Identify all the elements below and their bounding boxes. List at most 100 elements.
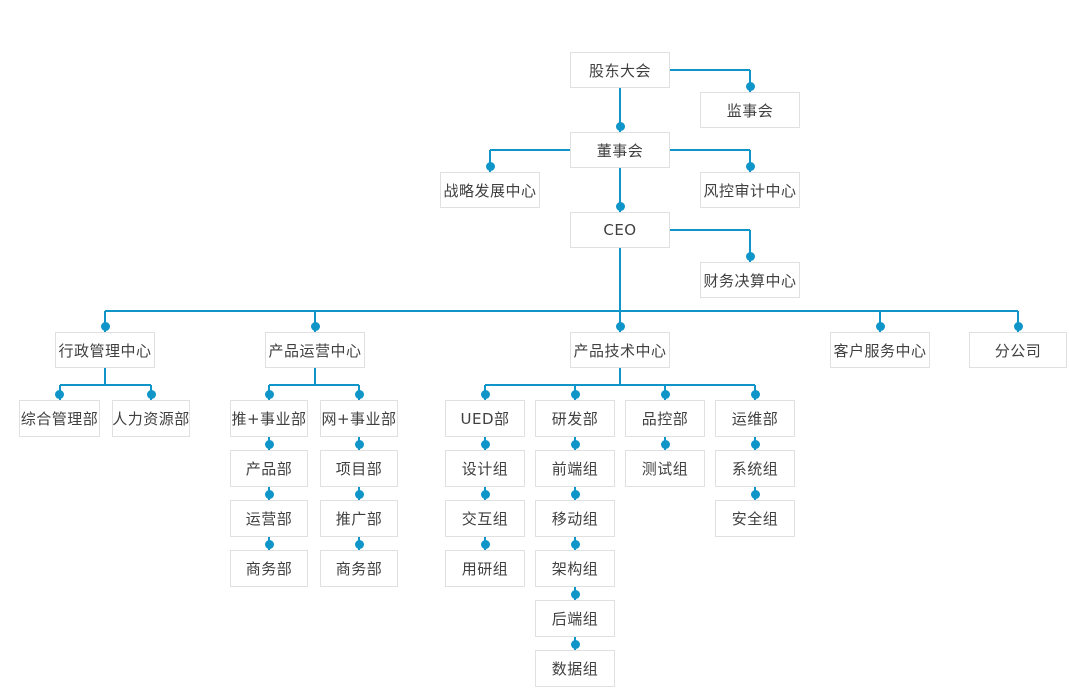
org-node-caiwu: 财务决算中心: [700, 262, 800, 298]
connector-dot: [750, 490, 760, 499]
org-node-jishu: 产品技术中心: [570, 332, 670, 368]
connector-line-vertical: [314, 368, 316, 385]
org-node-label: 产品部: [245, 460, 293, 478]
connector-dot: [480, 440, 490, 449]
org-node-sheji: 设计组: [445, 450, 525, 487]
org-node-anquan: 安全组: [715, 500, 795, 537]
org-node-label: 前端组: [551, 460, 599, 478]
connector-line-horizontal: [59, 384, 151, 386]
connector-line-vertical: [619, 368, 621, 385]
org-node-qianduan: 前端组: [535, 450, 615, 487]
org-node-yunying: 产品运营中心: [265, 332, 365, 368]
connector-dot: [480, 540, 490, 549]
org-node-wang: 网+事业部: [320, 400, 398, 437]
org-node-label: 商务部: [335, 560, 383, 578]
org-node-jiagou: 架构组: [535, 550, 615, 587]
connector-dot: [745, 162, 755, 171]
org-node-label: 分公司: [994, 341, 1042, 360]
org-node-label: 推+事业部: [231, 410, 307, 428]
org-node-label: 设计组: [461, 460, 509, 478]
connector-dot: [264, 390, 274, 399]
connector-line-horizontal: [269, 384, 359, 386]
connector-dot: [354, 490, 364, 499]
org-node-label: 系统组: [731, 460, 779, 478]
connector-line-vertical: [879, 311, 881, 332]
connector-dot: [570, 440, 580, 449]
org-node-gudong: 股东大会: [570, 52, 670, 88]
connector-line-vertical: [489, 150, 491, 172]
connector-dot: [480, 390, 490, 399]
org-node-label: 战略发展中心: [443, 181, 537, 200]
org-node-label: 品控部: [641, 410, 689, 428]
connector-dot: [570, 390, 580, 399]
org-node-houduan: 后端组: [535, 600, 615, 637]
connector-dot: [570, 490, 580, 499]
org-node-ued: UED部: [445, 400, 525, 437]
connector-line-vertical: [1017, 311, 1019, 332]
connector-dot: [485, 162, 495, 171]
org-node-zhanlue: 战略发展中心: [440, 172, 540, 208]
org-node-jiaohu: 交互组: [445, 500, 525, 537]
org-node-label: UED部: [460, 410, 510, 428]
connector-dot: [745, 252, 755, 261]
org-node-dongshi: 董事会: [570, 132, 670, 168]
org-node-yanfa: 研发部: [535, 400, 615, 437]
org-node-label: 后端组: [551, 610, 599, 628]
org-node-label: 推广部: [335, 510, 383, 528]
connector-dot: [100, 322, 110, 331]
org-node-label: 产品运营中心: [268, 341, 362, 360]
connector-line-vertical: [749, 70, 751, 92]
connector-dot: [480, 490, 490, 499]
connector-dot: [354, 540, 364, 549]
org-node-label: 测试组: [641, 460, 689, 478]
org-node-label: 研发部: [551, 410, 599, 428]
org-node-kefu: 客户服务中心: [830, 332, 930, 368]
connector-line-vertical: [104, 311, 106, 332]
org-node-label: 客户服务中心: [833, 341, 927, 360]
org-node-fengkong: 风控审计中心: [700, 172, 800, 208]
org-node-pinkong: 品控部: [625, 400, 705, 437]
org-node-label: 运维部: [731, 410, 779, 428]
org-node-label: 综合管理部: [20, 410, 99, 428]
org-node-label: 行政管理中心: [58, 341, 152, 360]
org-node-label: 监事会: [726, 101, 774, 120]
org-node-label: 运营部: [245, 510, 293, 528]
org-node-jianshi: 监事会: [700, 92, 800, 128]
org-node-label: 商务部: [245, 560, 293, 578]
connector-line-vertical: [619, 88, 621, 132]
connector-dot: [745, 82, 755, 91]
connector-line-vertical: [619, 248, 621, 311]
connector-line-vertical: [619, 311, 621, 332]
connector-dot: [750, 390, 760, 399]
connector-dot: [264, 540, 274, 549]
connector-dot: [264, 490, 274, 499]
org-node-label: 网+事业部: [321, 410, 397, 428]
connector-dot: [660, 440, 670, 449]
org-node-label: 股东大会: [588, 61, 651, 80]
org-node-label: 用研组: [461, 560, 509, 578]
org-node-tuiguang: 推广部: [320, 500, 398, 537]
org-node-label: 移动组: [551, 510, 599, 528]
connector-line-horizontal: [485, 384, 755, 386]
org-node-ceo: CEO: [570, 212, 670, 248]
org-node-shangwu2: 商务部: [320, 550, 398, 587]
connector-dot: [570, 540, 580, 549]
org-node-fengongsi: 分公司: [969, 332, 1067, 368]
connector-dot: [354, 390, 364, 399]
connector-dot: [146, 390, 156, 399]
org-node-yunwei: 运维部: [715, 400, 795, 437]
org-node-label: 架构组: [551, 560, 599, 578]
org-node-label: 安全组: [731, 510, 779, 528]
connector-dot: [570, 640, 580, 649]
org-node-renli: 人力资源部: [112, 400, 190, 437]
org-node-yongyan: 用研组: [445, 550, 525, 587]
connector-dot: [750, 440, 760, 449]
org-node-yunyingbu: 运营部: [230, 500, 308, 537]
connector-dot: [615, 202, 625, 211]
connector-dot: [310, 322, 320, 331]
org-node-yidong: 移动组: [535, 500, 615, 537]
connector-dot: [264, 440, 274, 449]
connector-line-vertical: [749, 150, 751, 172]
connector-line-vertical: [619, 168, 621, 212]
